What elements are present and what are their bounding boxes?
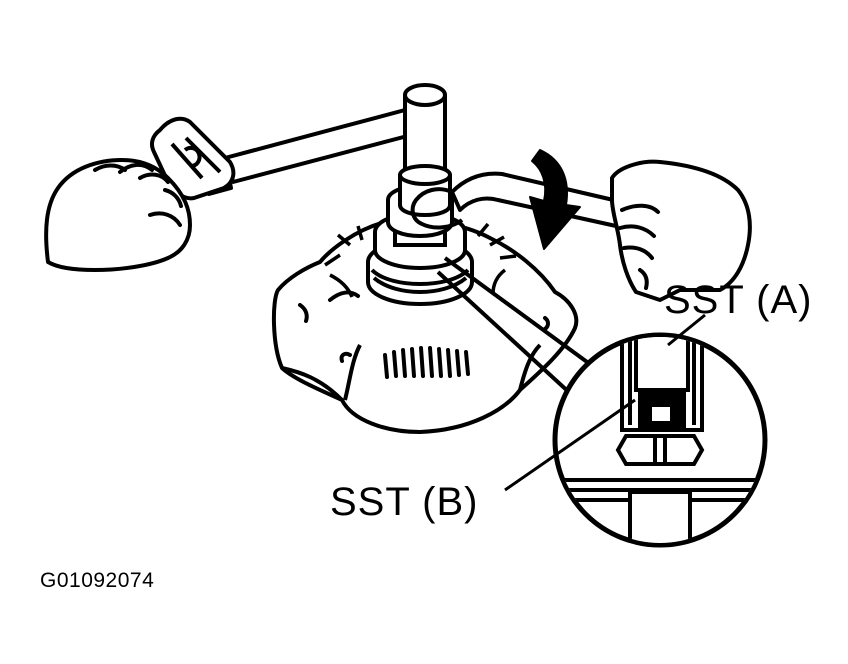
sst-a-socket-wrench bbox=[150, 83, 452, 217]
magnifier-leader bbox=[436, 256, 600, 397]
sst-b-label: SST (B) bbox=[330, 480, 479, 524]
sst-a-pointer bbox=[667, 313, 706, 347]
right-hand bbox=[610, 159, 752, 302]
left-hand bbox=[44, 158, 192, 272]
rotation-arrow bbox=[529, 149, 581, 250]
sst-a-label: SST (A) bbox=[664, 278, 813, 322]
alternator-vents bbox=[298, 290, 550, 379]
detail-magnifier bbox=[552, 332, 768, 548]
label-pointers bbox=[504, 313, 706, 492]
sst-b-pointer bbox=[504, 398, 636, 492]
figure-id: G01092074 bbox=[40, 569, 155, 592]
